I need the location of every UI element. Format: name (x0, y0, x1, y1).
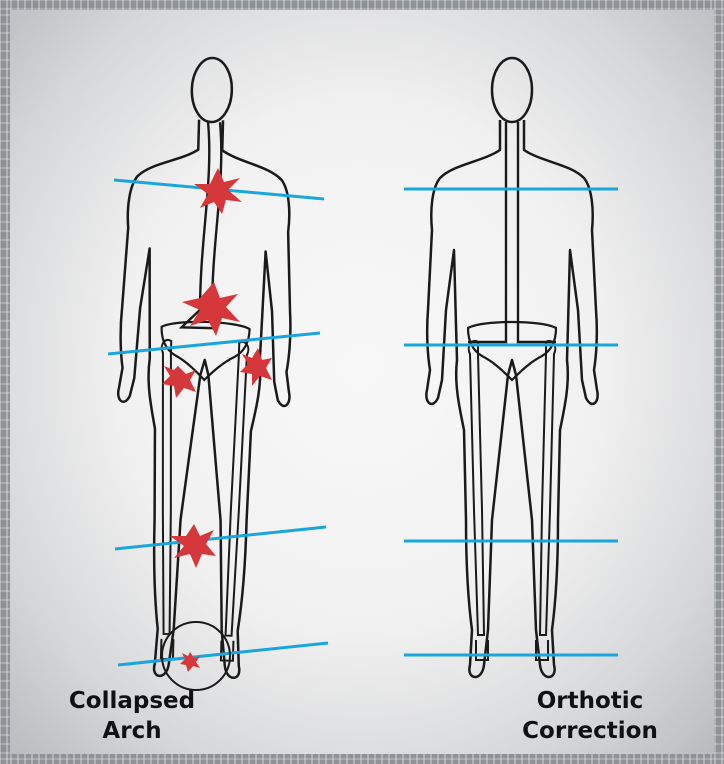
hip-line-tilted (108, 333, 320, 354)
right-alignment-lines (404, 189, 618, 655)
pain-burst-foot (180, 652, 200, 672)
caption-line-1: Collapsed (52, 686, 212, 716)
left-alignment-lines (108, 180, 328, 665)
collapsed-arch-caption: Collapsed Arch (52, 686, 212, 746)
caption-line-2: Arch (52, 716, 212, 746)
caption-line-2: Correction (500, 716, 680, 746)
orthotic-correction-figure (426, 58, 597, 677)
pain-burst-left-hip (162, 366, 196, 398)
collapsed-arch-figure (111, 56, 298, 679)
spine-straight (468, 122, 556, 342)
orthotic-correction-caption: Orthotic Correction (500, 686, 680, 746)
caption-line-1: Orthotic (500, 686, 680, 716)
pain-markers (162, 168, 272, 672)
